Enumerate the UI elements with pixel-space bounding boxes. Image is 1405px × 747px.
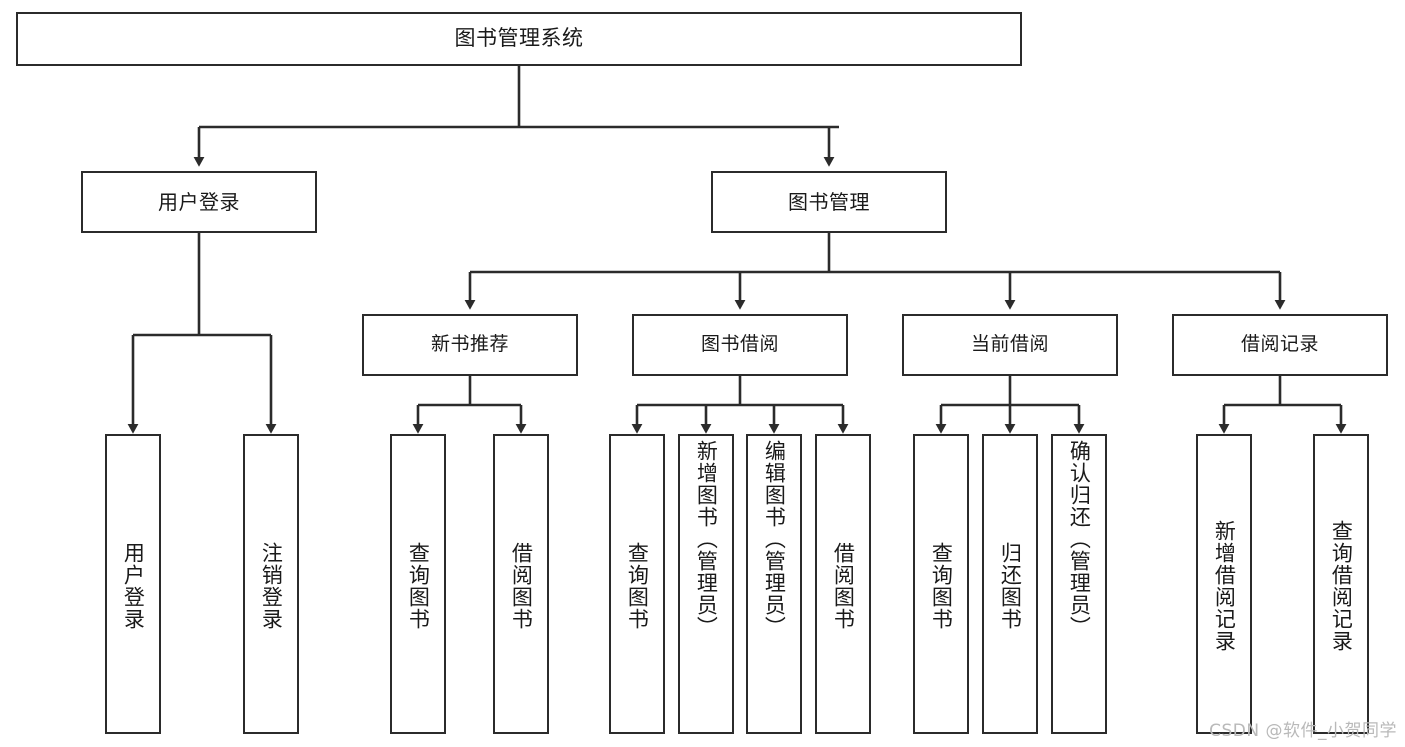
node-book-borrow[interactable]: 图书借阅 (632, 314, 848, 376)
csdn-watermark: CSDN @软件_小贺同学 (1209, 721, 1397, 741)
node-current-borrow[interactable]: 当前借阅 (902, 314, 1118, 376)
node-book-management[interactable]: 图书管理 (711, 171, 947, 233)
node-borrow-record[interactable]: 借阅记录 (1172, 314, 1388, 376)
node-new-book-recommend[interactable]: 新书推荐 (362, 314, 578, 376)
node-new-book-recommend-label: 新书推荐 (430, 333, 509, 356)
leaf-new-book-query[interactable]: 查询图书 (390, 434, 446, 734)
leaf-label: 借阅图书 (831, 542, 856, 630)
node-root-label: 图书管理系统 (454, 26, 584, 51)
leaf-label: 归还图书 (998, 542, 1023, 630)
leaf-borrow-record-query[interactable]: 查询借阅记录 (1313, 434, 1369, 734)
node-user-login[interactable]: 用户登录 (81, 171, 317, 233)
leaf-book-borrow-borrow[interactable]: 借阅图书 (815, 434, 871, 734)
leaf-borrow-record-add[interactable]: 新增借阅记录 (1196, 434, 1252, 734)
node-book-borrow-label: 图书借阅 (700, 333, 779, 356)
leaf-new-book-borrow[interactable]: 借阅图书 (493, 434, 549, 734)
leaf-label: 查询图书 (406, 542, 431, 630)
leaf-user-login-signin[interactable]: 用户登录 (105, 434, 161, 734)
leaf-current-borrow-confirm[interactable]: 确认归还（管理员） (1051, 434, 1107, 734)
leaf-user-login-signout[interactable]: 注销登录 (243, 434, 299, 734)
leaf-label: 新增借阅记录 (1212, 520, 1237, 652)
node-current-borrow-label: 当前借阅 (970, 333, 1049, 356)
leaf-label: 用户登录 (121, 542, 146, 630)
node-root[interactable]: 图书管理系统 (16, 12, 1022, 66)
leaf-label: 借阅图书 (509, 542, 534, 630)
leaf-book-borrow-edit[interactable]: 编辑图书（管理员） (746, 434, 802, 734)
leaf-book-borrow-add[interactable]: 新增图书（管理员） (678, 434, 734, 734)
node-borrow-record-label: 借阅记录 (1240, 333, 1319, 356)
leaf-label: 查询图书 (929, 542, 954, 630)
node-user-login-label: 用户登录 (158, 189, 240, 214)
leaf-label: 确认归还（管理员） (1067, 440, 1092, 638)
node-book-management-label: 图书管理 (788, 189, 870, 214)
leaf-label: 编辑图书（管理员） (762, 440, 787, 638)
leaf-label: 查询图书 (625, 542, 650, 630)
leaf-book-borrow-query[interactable]: 查询图书 (609, 434, 665, 734)
leaf-current-borrow-query[interactable]: 查询图书 (913, 434, 969, 734)
leaf-label: 新增图书（管理员） (694, 440, 719, 638)
leaf-label: 查询借阅记录 (1329, 520, 1354, 652)
leaf-current-borrow-return[interactable]: 归还图书 (982, 434, 1038, 734)
leaf-label: 注销登录 (259, 542, 284, 630)
